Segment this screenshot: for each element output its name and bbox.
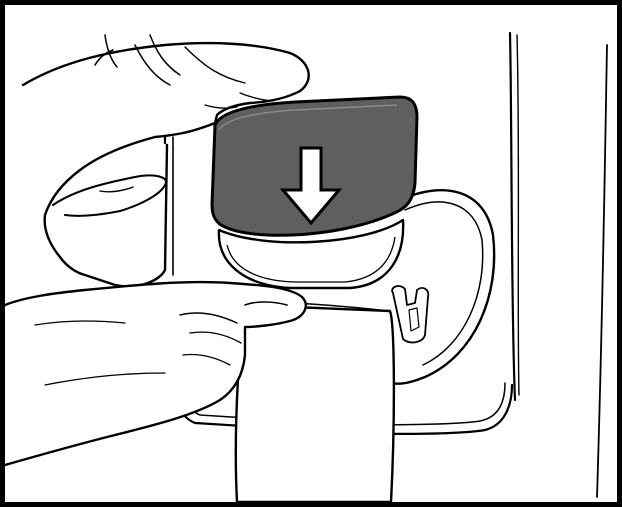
wall-lines — [510, 33, 607, 497]
glass — [236, 303, 394, 502]
chute — [390, 190, 494, 384]
lever-press-illustration — [5, 5, 617, 502]
